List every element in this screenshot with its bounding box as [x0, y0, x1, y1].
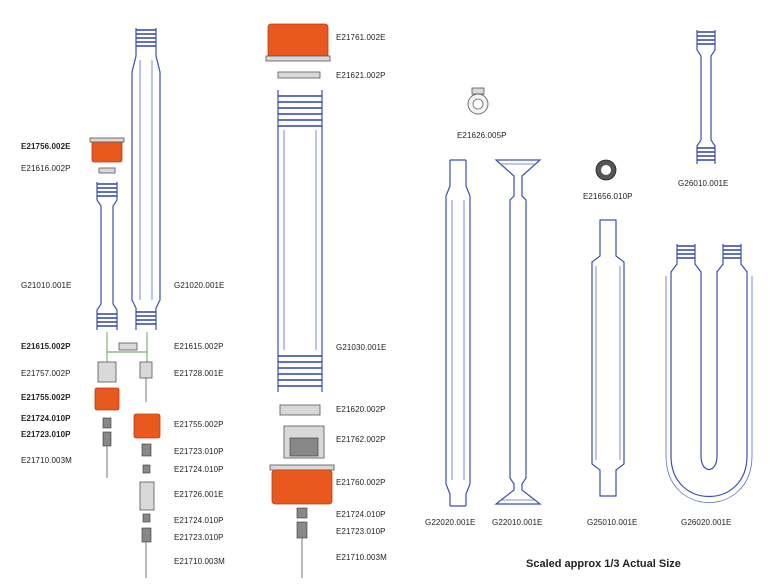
label-g22020: G22020.001E — [425, 518, 476, 527]
label-g21010: G21010.001E — [21, 281, 72, 290]
label-e21615-right: E21615.002P — [174, 342, 224, 351]
label-e21724-low: E21724.010P — [174, 516, 224, 525]
label-g21020: G21020.001E — [174, 281, 225, 290]
label-e21616: E21616.002P — [21, 164, 71, 173]
label-g26020: G26020.001E — [681, 518, 732, 527]
label-g21030: G21030.001E — [336, 343, 387, 352]
column-g22010 — [494, 159, 542, 505]
label-g26010: G26010.001E — [678, 179, 729, 188]
adapter-e21762 — [283, 425, 325, 459]
column-g21020 — [131, 28, 161, 330]
fittings-right — [133, 361, 161, 578]
label-e21723-low: E21723.010P — [174, 533, 224, 542]
label-e21726: E21726.001E — [174, 490, 224, 499]
cap-e21761 — [265, 23, 331, 62]
column-g22020 — [445, 159, 471, 507]
label-e21761: E21761.002E — [336, 33, 386, 42]
label-e21723-left: E21723.010P — [21, 430, 71, 439]
label-e21656: E21656.010P — [583, 192, 633, 201]
washer-e21616 — [98, 167, 116, 174]
washer-e21615 — [118, 342, 138, 351]
label-e21760: E21760.002P — [336, 478, 386, 487]
label-e21710-mid: E21710.003M — [174, 557, 225, 566]
column-g26020 — [665, 244, 753, 503]
column-g25010 — [591, 219, 625, 497]
label-e21710-right: E21710.003M — [336, 553, 387, 562]
label-e21615-left: E21615.002P — [21, 342, 71, 351]
washer-e21620 — [279, 404, 321, 416]
label-e21755-left: E21755.002P — [21, 393, 71, 402]
frit-e21626 — [467, 87, 489, 115]
scale-note: Scaled approx 1/3 Actual Size — [526, 558, 681, 570]
label-e21626: E21626.005P — [457, 131, 507, 140]
cap-e21756 — [89, 137, 125, 163]
label-e21728: E21728.001E — [174, 369, 224, 378]
label-e21755-right: E21755.002P — [174, 420, 224, 429]
label-e21621: E21621.002P — [336, 71, 386, 80]
label-e21710-left: E21710.003M — [21, 456, 72, 465]
label-e21762: E21762.002P — [336, 435, 386, 444]
column-g21030 — [277, 90, 323, 392]
label-e21723-right: E21723.010P — [336, 527, 386, 536]
label-e21620: E21620.002P — [336, 405, 386, 414]
label-g22010: G22010.001E — [492, 518, 543, 527]
cap-e21760 — [269, 464, 335, 505]
ring-e21656 — [595, 159, 617, 181]
label-g25010: G25010.001E — [587, 518, 638, 527]
label-e21724-mid: E21724.010P — [174, 465, 224, 474]
label-e21756: E21756.002E — [21, 142, 71, 151]
label-e21724-right: E21724.010P — [336, 510, 386, 519]
column-g21010 — [96, 182, 118, 330]
label-e21757: E21757.002P — [21, 369, 71, 378]
label-e21723-mid: E21723.010P — [174, 447, 224, 456]
washer-e21621 — [277, 71, 321, 79]
label-e21724-left: E21724.010P — [21, 414, 71, 423]
fittings-left — [94, 361, 120, 478]
column-g26010 — [696, 30, 716, 164]
